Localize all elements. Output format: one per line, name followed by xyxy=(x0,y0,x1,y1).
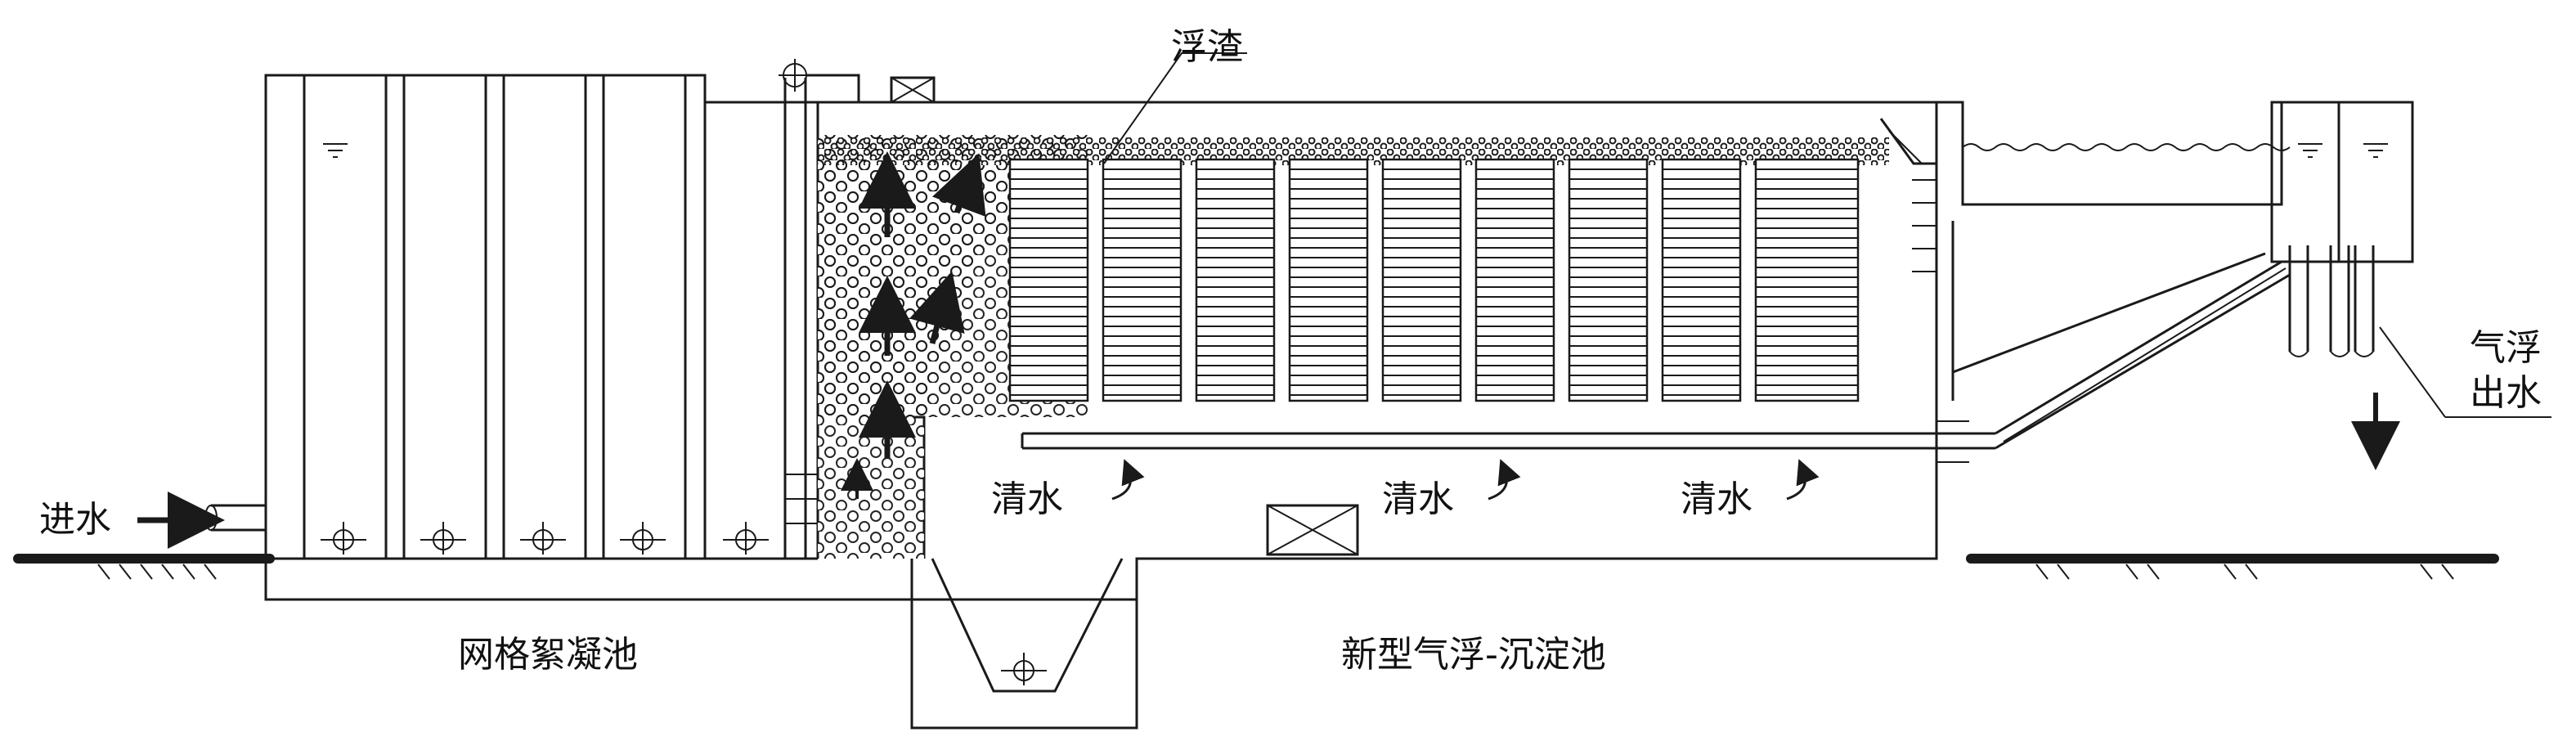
clear-water-label-3: 清水 xyxy=(1681,478,1752,520)
ground-left xyxy=(13,554,275,580)
plate-pack xyxy=(1754,158,1860,402)
plate-pack xyxy=(1195,158,1276,402)
top-valve-box xyxy=(890,76,936,104)
outlet-chambers xyxy=(1936,101,2551,470)
outlet-label-line-1: 气浮 xyxy=(2470,327,2542,369)
outlet-label-line-2: 出水 xyxy=(2470,372,2542,414)
plate-pack xyxy=(1661,158,1742,402)
plate-pack xyxy=(1102,158,1183,402)
flocculation-tank-label: 网格絮凝池 xyxy=(458,634,638,676)
plate-pack xyxy=(1568,158,1649,402)
clear-water-arrows xyxy=(1111,459,1820,501)
plate-pack xyxy=(1474,158,1555,402)
scum-leader-line xyxy=(1103,52,1247,164)
grid-chambers xyxy=(303,74,687,560)
bottom-valve-box xyxy=(1266,504,1359,556)
inlet-pipe xyxy=(137,492,266,549)
scum-label: 浮渣 xyxy=(1171,26,1243,68)
bubble-rise-arrows xyxy=(841,151,986,499)
clear-water-label-1: 清水 xyxy=(991,478,1063,520)
plate-pack xyxy=(1381,158,1462,402)
clear-water-pipe xyxy=(1021,221,2291,463)
inclined-plates xyxy=(1008,158,1860,402)
flocculation-tank xyxy=(264,74,913,601)
plate-pack xyxy=(1288,158,1369,402)
ground-right xyxy=(1966,554,2499,580)
inlet-label: 进水 xyxy=(39,499,111,541)
clear-water-label-2: 清水 xyxy=(1382,478,1454,520)
sludge-valves xyxy=(321,522,769,555)
flotation-sedimentation-tank-label: 新型气浮-沉淀池 xyxy=(1341,634,1606,676)
plate-pack xyxy=(1008,158,1089,402)
